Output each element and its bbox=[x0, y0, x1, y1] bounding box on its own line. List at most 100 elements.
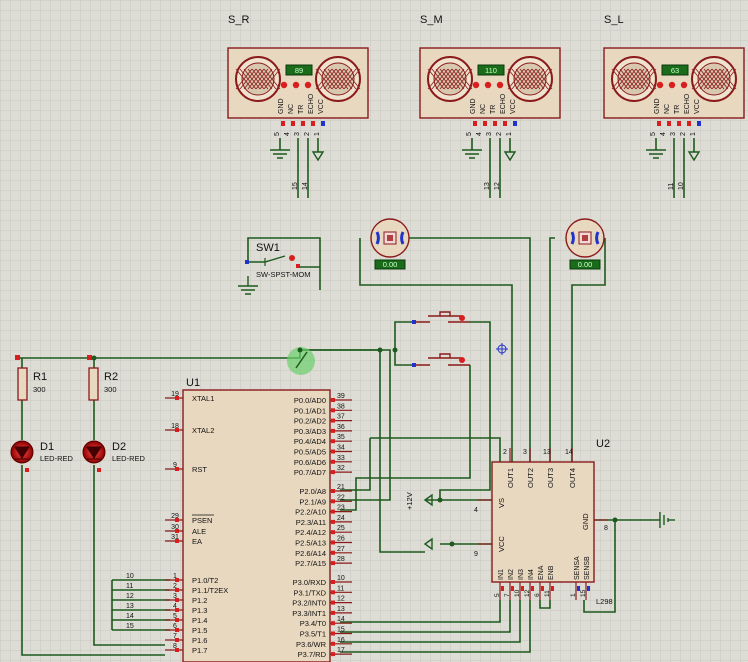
driver-pin-number: 2 bbox=[503, 449, 507, 456]
sensor-pin-number: 2 bbox=[496, 132, 503, 136]
sensor-pin-number: 5 bbox=[466, 132, 473, 136]
mcu-pin-number: 24 bbox=[337, 515, 345, 522]
mcu-pin-number: 27 bbox=[337, 546, 345, 553]
driver-pin-label: GND bbox=[581, 513, 590, 530]
dc-motor[interactable]: 0.00 bbox=[565, 218, 605, 270]
mcu-pin-number: 33 bbox=[337, 455, 345, 462]
sensor-pin-number: 5 bbox=[650, 132, 657, 136]
led-ref: D2 bbox=[112, 441, 126, 453]
mcu-pin-label: P0.4/AD4 bbox=[294, 437, 326, 446]
mcu-pin-number: 13 bbox=[337, 606, 345, 613]
mcu-pin-number: 16 bbox=[337, 637, 345, 644]
mcu-pin-label: P1.3 bbox=[192, 606, 207, 615]
mcu-pin-number: 2 bbox=[173, 583, 177, 590]
sensor-pin-label: NC bbox=[664, 104, 671, 114]
sensor-ref: S_L bbox=[604, 14, 624, 26]
sensor-pin-label: ECHO bbox=[308, 93, 315, 114]
driver-pin-number: 12 bbox=[524, 589, 531, 597]
sensor-net-label: 10 bbox=[678, 182, 685, 190]
mcu-pin-number: 5 bbox=[173, 613, 177, 620]
resistor-r2[interactable]: R2 300 bbox=[88, 367, 118, 401]
driver-pin-number: 8 bbox=[604, 525, 608, 532]
mcu-pin-label: P3.1/TXD bbox=[293, 588, 326, 597]
switch-sw1[interactable]: SW1 SW-SPST-MOM bbox=[245, 242, 310, 279]
sensor-pin-label: VCC bbox=[318, 99, 325, 114]
mcu-pin-number: 14 bbox=[337, 616, 345, 623]
mcu-pin-number: 1 bbox=[173, 573, 177, 580]
mcu-pin-label: P2.6/A14 bbox=[295, 549, 326, 558]
resistor-value: 300 bbox=[33, 385, 46, 394]
driver-pin-number: 4 bbox=[474, 507, 478, 514]
ground-symbols bbox=[238, 149, 675, 528]
mcu-ref: U1 bbox=[186, 377, 200, 389]
driver-u2[interactable]: U2 L298 2OUT13OUT213OUT314OUT44VS9VCC8GN… bbox=[474, 438, 613, 606]
mcu-pin-label: P0.0/AD0 bbox=[294, 396, 326, 405]
vcc-arrows bbox=[311, 151, 701, 162]
mcu-pin-label: P3.5/T1 bbox=[300, 630, 326, 639]
driver-pin-label: SENSB bbox=[584, 556, 591, 580]
driver-pin-label: OUT2 bbox=[526, 468, 535, 488]
sensor-pin-number: 3 bbox=[670, 132, 677, 136]
driver-pin-label: OUT4 bbox=[568, 468, 577, 488]
mcu-pin-number: 32 bbox=[337, 465, 345, 472]
pushbutton-2[interactable] bbox=[412, 353, 470, 367]
mcu-pin-number: 36 bbox=[337, 424, 345, 431]
sensor-pin-number: 1 bbox=[506, 132, 513, 136]
sensor-pin-label: VCC bbox=[694, 99, 701, 114]
mcu-pin-label: P0.7/AD7 bbox=[294, 468, 326, 477]
led-d1[interactable]: D1 LED-RED bbox=[10, 440, 74, 464]
driver-pin-label: IN4 bbox=[528, 569, 535, 580]
sensor-readout: 89 bbox=[295, 66, 303, 75]
led-d2[interactable]: D2 LED-RED bbox=[82, 440, 146, 464]
junctions bbox=[91, 347, 618, 547]
selection-marker bbox=[287, 347, 315, 375]
mcu-pin-number: 35 bbox=[337, 434, 345, 441]
driver-pin-number: 14 bbox=[565, 449, 573, 456]
mcu-pin-label: P2.1/A9 bbox=[299, 497, 326, 506]
sensor-net-label: 14 bbox=[302, 182, 309, 190]
sensor-pin-label: NC bbox=[288, 104, 295, 114]
sensor-pin-number: 3 bbox=[294, 132, 301, 136]
pushbutton-1[interactable] bbox=[412, 311, 470, 324]
dc-motor[interactable]: 0.00 bbox=[370, 218, 410, 270]
mcu-pin-label: P3.3/INT1 bbox=[292, 609, 326, 618]
mcu-pin-number: 25 bbox=[337, 525, 345, 532]
mcu-pin-number: 19 bbox=[171, 391, 179, 398]
sensor-pin-number: 4 bbox=[284, 132, 291, 136]
mcu-pin-label: P3.2/INT0 bbox=[292, 599, 326, 608]
mcu-pin-number: 26 bbox=[337, 536, 345, 543]
driver-pin-label: SENSA bbox=[574, 556, 581, 580]
mcu-pin-label: P2.0/A8 bbox=[299, 487, 326, 496]
resistor-ref: R2 bbox=[104, 371, 118, 383]
sensor-pin-label: GND bbox=[470, 98, 477, 114]
mcu-pin-label: P2.5/A13 bbox=[295, 539, 326, 548]
supply-label: +12V bbox=[405, 492, 414, 510]
sensor-readout: 63 bbox=[671, 66, 679, 75]
mcu-pin-label: PSEN bbox=[192, 516, 212, 525]
mcu-pin-number: 21 bbox=[337, 484, 345, 491]
sensor-net-label: 11 bbox=[668, 183, 675, 190]
driver-ref: U2 bbox=[596, 438, 610, 450]
mcu-net-label: 12 bbox=[126, 593, 134, 600]
sensor-pin-number: 3 bbox=[486, 132, 493, 136]
switch-part: SW-SPST-MOM bbox=[256, 270, 310, 279]
mcu-pin-number: 17 bbox=[337, 647, 345, 654]
driver-pin-number: 13 bbox=[543, 449, 551, 456]
sensor-net-label: 13 bbox=[484, 182, 491, 190]
mcu-pin-label: P2.4/A12 bbox=[295, 528, 326, 537]
resistor-r1[interactable]: R1 300 bbox=[17, 367, 47, 401]
mcu-pin-number: 23 bbox=[337, 505, 345, 512]
mcu-net-label: 10 bbox=[126, 573, 134, 580]
sensor-pin-label: ECHO bbox=[500, 93, 507, 114]
crosshair-icon bbox=[496, 343, 508, 355]
mcu-pin-label: P1.2 bbox=[192, 596, 207, 605]
sensor-pin-label: TR bbox=[490, 105, 497, 114]
sensor-readout: 110 bbox=[485, 66, 497, 75]
led-ref: D1 bbox=[40, 441, 54, 453]
mcu-pin-number: 18 bbox=[171, 423, 179, 430]
